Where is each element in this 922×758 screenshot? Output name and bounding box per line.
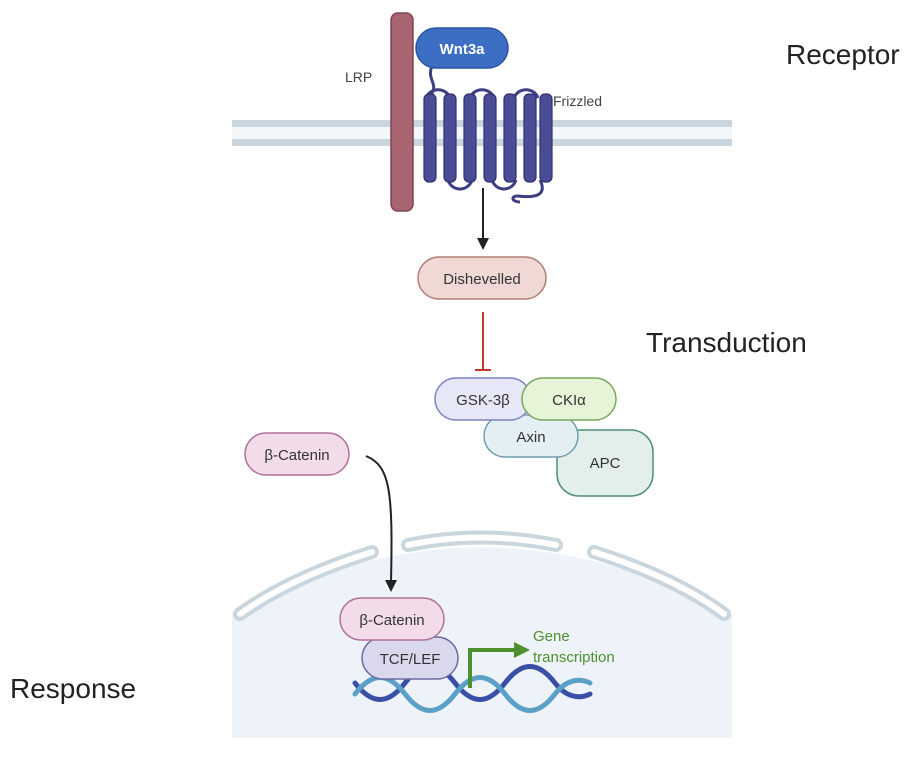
lrp-label: LRP [345,69,372,85]
tcf-lef-node: TCF/LEF [361,636,459,680]
dishevelled-label: Dishevelled [443,271,521,288]
dna-helix [352,664,593,713]
beta-catenin-free: β-Catenin [244,432,350,476]
cell-membrane [232,120,732,146]
apc-node [556,429,654,497]
dishevelled-node: Dishevelled [417,256,547,300]
axin-label: Axin [516,429,545,446]
section-label-response: Response [10,673,136,704]
beta-catenin-nuclear-label: β-Catenin [359,612,424,629]
gsk3b-label: GSK-3β [456,392,510,409]
ck1a-node [521,377,617,421]
nucleus [232,530,732,738]
gene-transcription-line2: transcription [533,649,615,666]
inhibition-line [475,312,491,371]
section-label-transduction: Transduction [646,327,807,358]
tcf-lef-label: TCF/LEF [380,651,441,668]
frizzled-label: Frizzled [553,93,602,109]
apc-label: APC [590,455,621,472]
activation-arrow [477,188,489,250]
transcription-arrow [468,642,530,688]
lrp-coreceptor [390,12,414,212]
beta-catenin-nuclear: β-Catenin [339,597,445,641]
wnt3a-label: Wnt3a [440,41,486,58]
ck1a-label: CKIα [552,392,586,409]
gene-transcription-line1: Gene [533,628,570,645]
destruction-complex: APC Axin GSK-3β CKIα [434,377,654,497]
frizzled-receptor [423,65,553,204]
section-label-receptor: Receptor [786,39,900,70]
beta-catenin-free-label: β-Catenin [264,447,329,464]
wnt3a-ligand: Wnt3a [415,27,509,69]
translocation-arrow [365,455,397,592]
